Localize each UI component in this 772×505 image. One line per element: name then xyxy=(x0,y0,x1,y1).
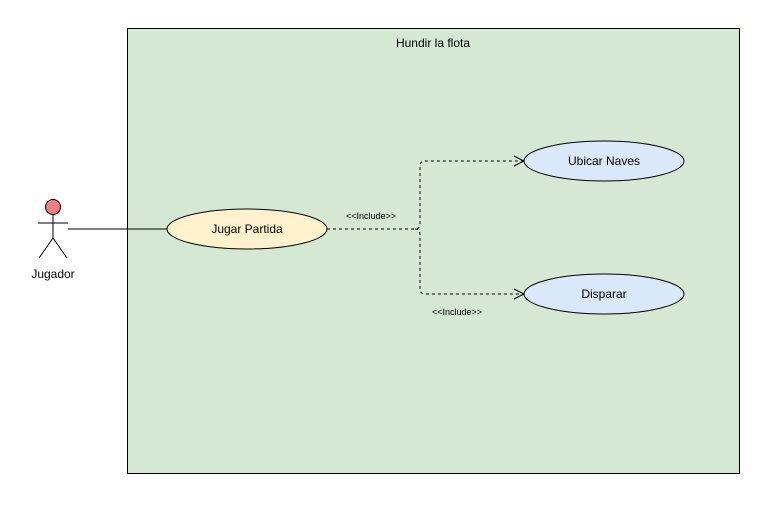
usecase-ubicar-naves[interactable]: Ubicar Naves xyxy=(523,140,685,182)
usecase-jugar-partida-label: Jugar Partida xyxy=(211,222,283,236)
actor-jugador[interactable]: Jugador xyxy=(31,199,75,282)
usecase-jugar-partida-shape xyxy=(166,208,328,250)
usecase-jugar-partida[interactable]: Jugar Partida xyxy=(166,208,328,250)
usecase-disparar[interactable]: Disparar xyxy=(523,273,685,315)
actor-name: Jugador xyxy=(31,267,74,281)
usecase-ubicar-naves-label: Ubicar Naves xyxy=(568,154,640,168)
include-label-top: <<Include>> xyxy=(346,211,396,221)
include-arrow-disparar[interactable] xyxy=(414,228,524,294)
actor-left-leg xyxy=(38,237,54,259)
include-label-bottom: <<Include>> xyxy=(432,307,482,317)
usecase-ubicar-naves-shape xyxy=(523,140,685,182)
usecase-disparar-shape xyxy=(523,273,685,315)
actor-right-leg xyxy=(52,237,68,259)
usecase-disparar-label: Disparar xyxy=(581,287,626,301)
system-title: Hundir la flota xyxy=(396,36,470,50)
actor-head xyxy=(45,199,61,215)
system-boundary[interactable] xyxy=(127,28,740,474)
